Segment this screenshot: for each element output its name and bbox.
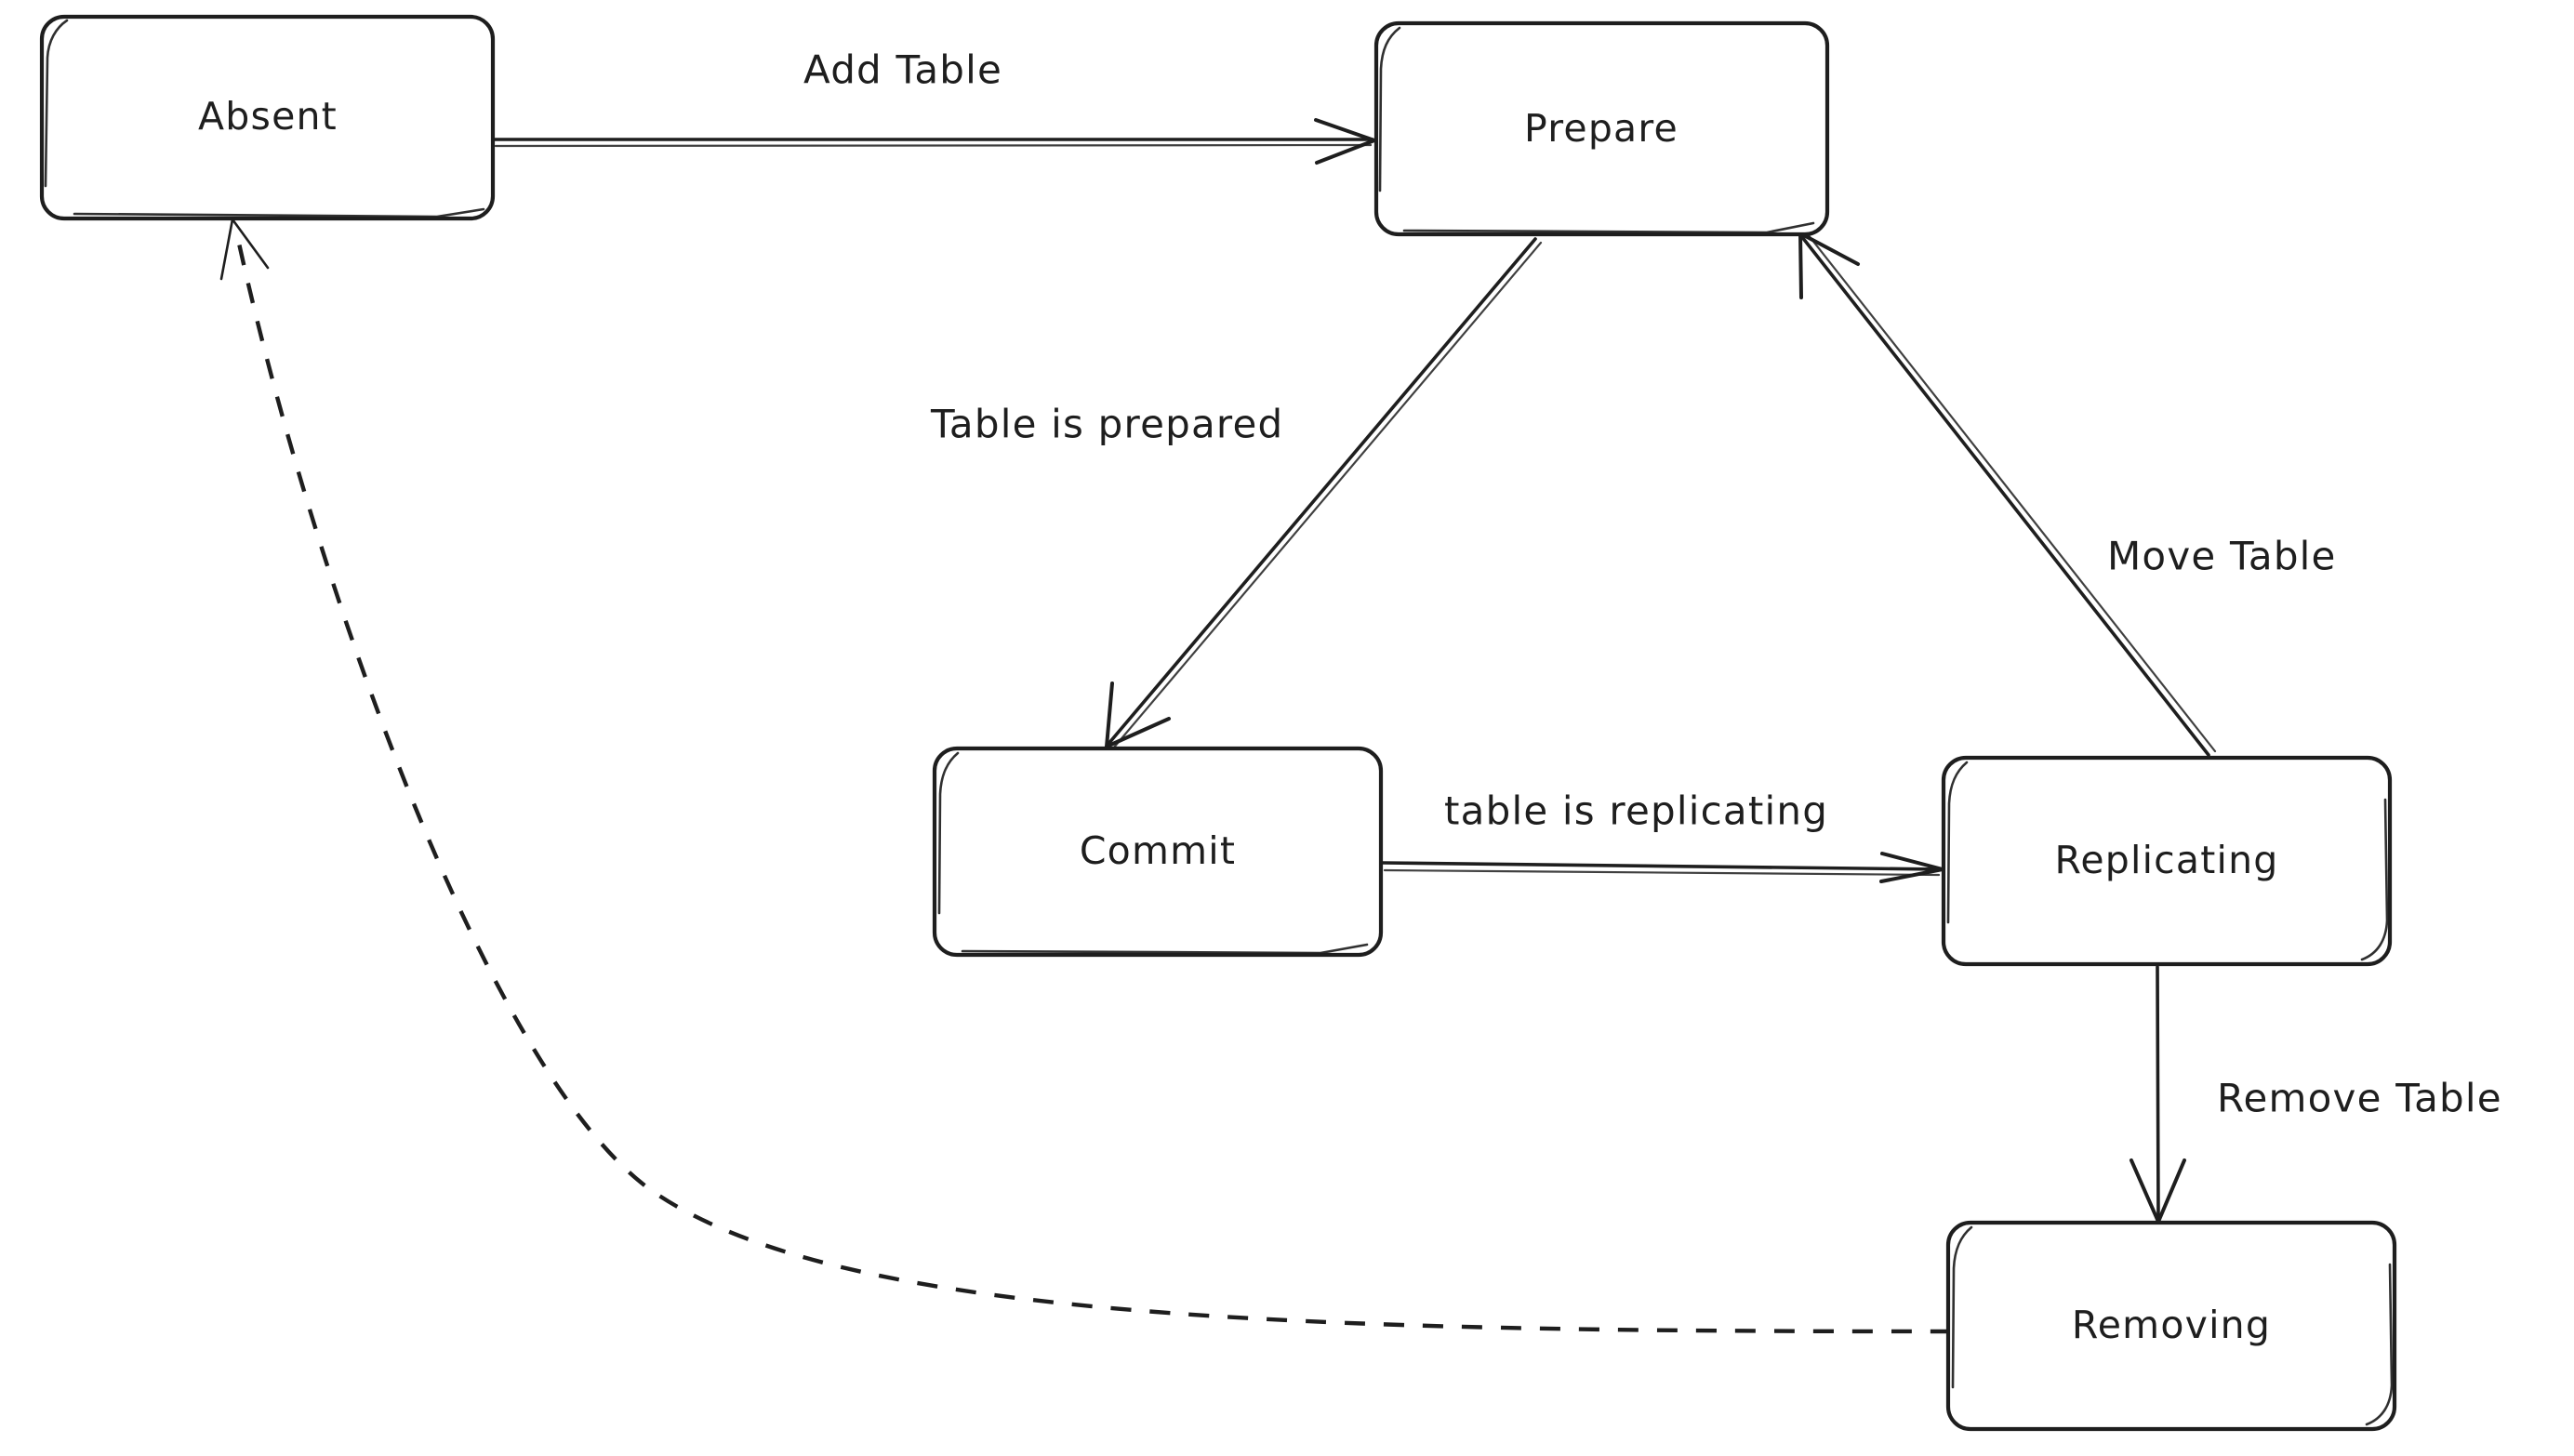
edge-label-remove-table: Remove Table — [2217, 1076, 2502, 1121]
edge-commit-to-replicating-line — [1381, 861, 1943, 871]
node-replicating-box-sketch — [1946, 761, 1969, 924]
edge-commit-to-replicating-line-ghost — [1383, 868, 1941, 877]
edge-replicating-to-prepare-line — [1800, 235, 2210, 757]
node-replicating-box — [1941, 755, 2393, 967]
node-removing[interactable]: Removing — [1945, 1220, 2397, 1432]
edge-label-move-table: Move Table — [2107, 534, 2337, 579]
edge-replicating-to-removing[interactable]: Remove Table — [2130, 965, 2502, 1224]
node-replicating[interactable]: Replicating — [1941, 755, 2393, 967]
edge-commit-to-replicating[interactable]: table is replicating — [1381, 788, 1944, 883]
node-prepare-box — [1373, 20, 1830, 237]
node-commit-box-sketch — [937, 751, 960, 915]
node-absent-box — [39, 14, 496, 221]
node-absent-box-sketch — [44, 19, 69, 188]
node-prepare-box-sketch — [1378, 26, 1401, 192]
node-removing-box-sketch — [1951, 1225, 1973, 1389]
edge-label-table-is-prepared: Table is prepared — [930, 402, 1283, 447]
edge-replicating-to-removing-arrowhead — [2130, 1158, 2186, 1224]
node-absent[interactable]: Absent — [39, 14, 496, 221]
edge-label-add-table: Add Table — [803, 47, 1002, 93]
edge-prepare-to-commit-line-ghost — [1111, 241, 1543, 750]
node-commit-box-sketch2 — [961, 943, 1369, 955]
edge-replicating-to-prepare-line-ghost — [1806, 232, 2217, 753]
edge-replicating-to-prepare-arrowhead — [1798, 232, 1860, 299]
edge-prepare-to-commit-line — [1107, 237, 1537, 746]
node-prepare-label: Prepare — [1524, 106, 1678, 151]
edge-prepare-to-commit[interactable]: Table is prepared — [930, 237, 1543, 750]
edge-absent-to-prepare[interactable]: Add Table — [492, 47, 1376, 165]
node-replicating-box-sketch2 — [2360, 798, 2389, 961]
node-removing-box — [1945, 1220, 2397, 1432]
node-commit[interactable]: Commit — [932, 746, 1384, 958]
edge-label-table-is-replicating: table is replicating — [1444, 788, 1828, 834]
edge-absent-to-prepare-line-ghost — [494, 143, 1373, 148]
node-prepare-box-sketch2 — [1402, 221, 1815, 234]
node-removing-box-sketch2 — [2365, 1263, 2394, 1426]
node-commit-label: Commit — [1080, 828, 1236, 873]
edge-removing-to-absent[interactable] — [219, 218, 1952, 1334]
node-removing-label: Removing — [2072, 1303, 2271, 1347]
node-replicating-label: Replicating — [2054, 838, 2278, 882]
edge-replicating-to-prepare[interactable]: Move Table — [1798, 232, 2337, 757]
edge-removing-to-absent-dashed-line — [233, 230, 1952, 1334]
node-commit-box — [932, 746, 1384, 958]
edge-removing-to-absent-arrowhead — [219, 218, 270, 281]
edge-absent-to-prepare-arrowhead — [1314, 118, 1376, 165]
node-absent-label: Absent — [198, 94, 338, 139]
edge-replicating-to-removing-line — [2156, 965, 2160, 1222]
node-prepare[interactable]: Prepare — [1373, 20, 1830, 237]
node-absent-box-sketch2 — [73, 207, 485, 218]
edge-prepare-to-commit-arrowhead — [1105, 682, 1171, 748]
edge-commit-to-replicating-arrowhead — [1879, 852, 1944, 883]
